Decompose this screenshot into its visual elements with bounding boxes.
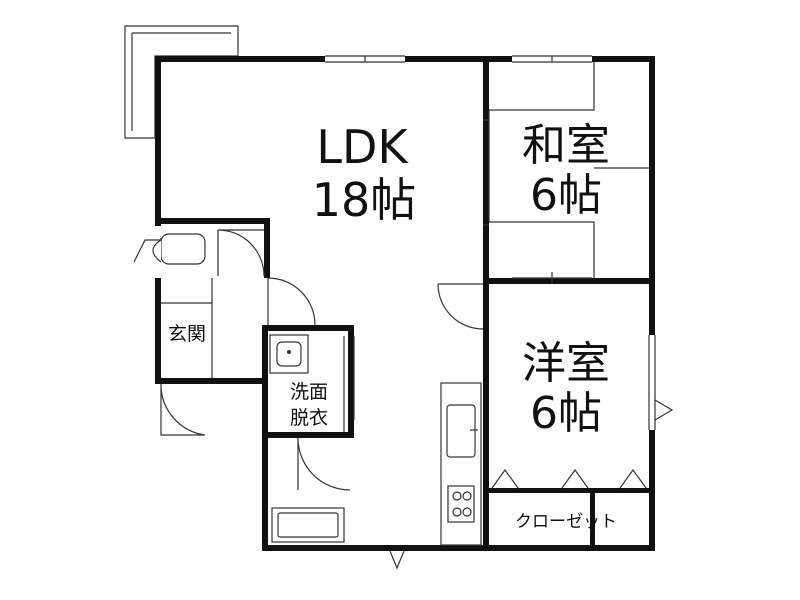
doors [160,229,674,570]
ldk-size: 18帖 [312,173,417,227]
washitsu-size: 6帖 [530,170,602,221]
windows [325,55,656,430]
kitchen-counter [440,382,482,546]
senmen-label-1: 洗面 [290,381,328,403]
closet-doors [491,468,647,489]
toilet [133,233,206,265]
tatami-lines [483,62,649,284]
closet-label: クローゼット [515,512,617,532]
washitsu-label: 和室 [522,120,610,171]
interior-walls [262,56,655,551]
genkan-label: 玄関 [168,323,206,345]
senmen-label-2: 脱衣 [290,407,328,429]
genkan-step [161,278,213,378]
yoshitsu-size: 6帖 [530,388,602,439]
ldk-label: LDK [316,120,409,174]
bathtub [271,507,345,543]
balcony [124,25,239,139]
yoshitsu-label: 洋室 [522,338,610,389]
washbasin [269,334,345,432]
